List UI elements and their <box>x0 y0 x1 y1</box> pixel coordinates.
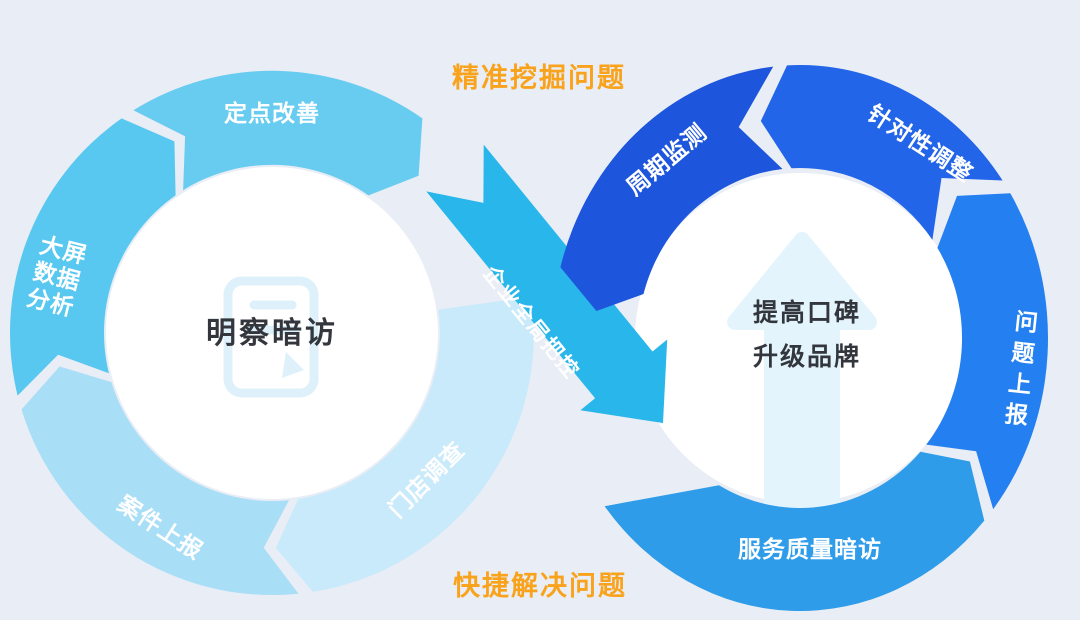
left-center-title: 明察暗访 <box>206 317 338 350</box>
left-segment-spot-improvement-arc <box>133 70 423 196</box>
connector-ribbon <box>426 144 668 423</box>
left-segment-store-survey-arc <box>275 296 534 592</box>
left-segment-case-report-arc <box>21 366 299 596</box>
left-segment-spot-improvement-label: 定点改善 <box>224 100 320 127</box>
bottom-annotation: 快捷解决问题 <box>453 570 627 601</box>
left-segment-dashboard-analysis-arc <box>9 118 176 396</box>
top-annotation: 精准挖掘问题 <box>452 62 626 93</box>
right-segment-cycle-monitoring-arc <box>560 66 783 311</box>
survey-tablet-icon <box>223 276 319 398</box>
right-segment-targeted-adjustment-arc <box>760 65 1003 240</box>
right-segment-problem-report-arc <box>926 193 1049 510</box>
right-center-line2: 升级品牌 <box>752 343 862 371</box>
right-segment-service-quality-visit-arc <box>604 451 985 612</box>
right-segment-service-quality-visit-label: 服务质量暗访 <box>738 536 882 563</box>
right-center-line1: 提高口碑 <box>752 299 862 327</box>
